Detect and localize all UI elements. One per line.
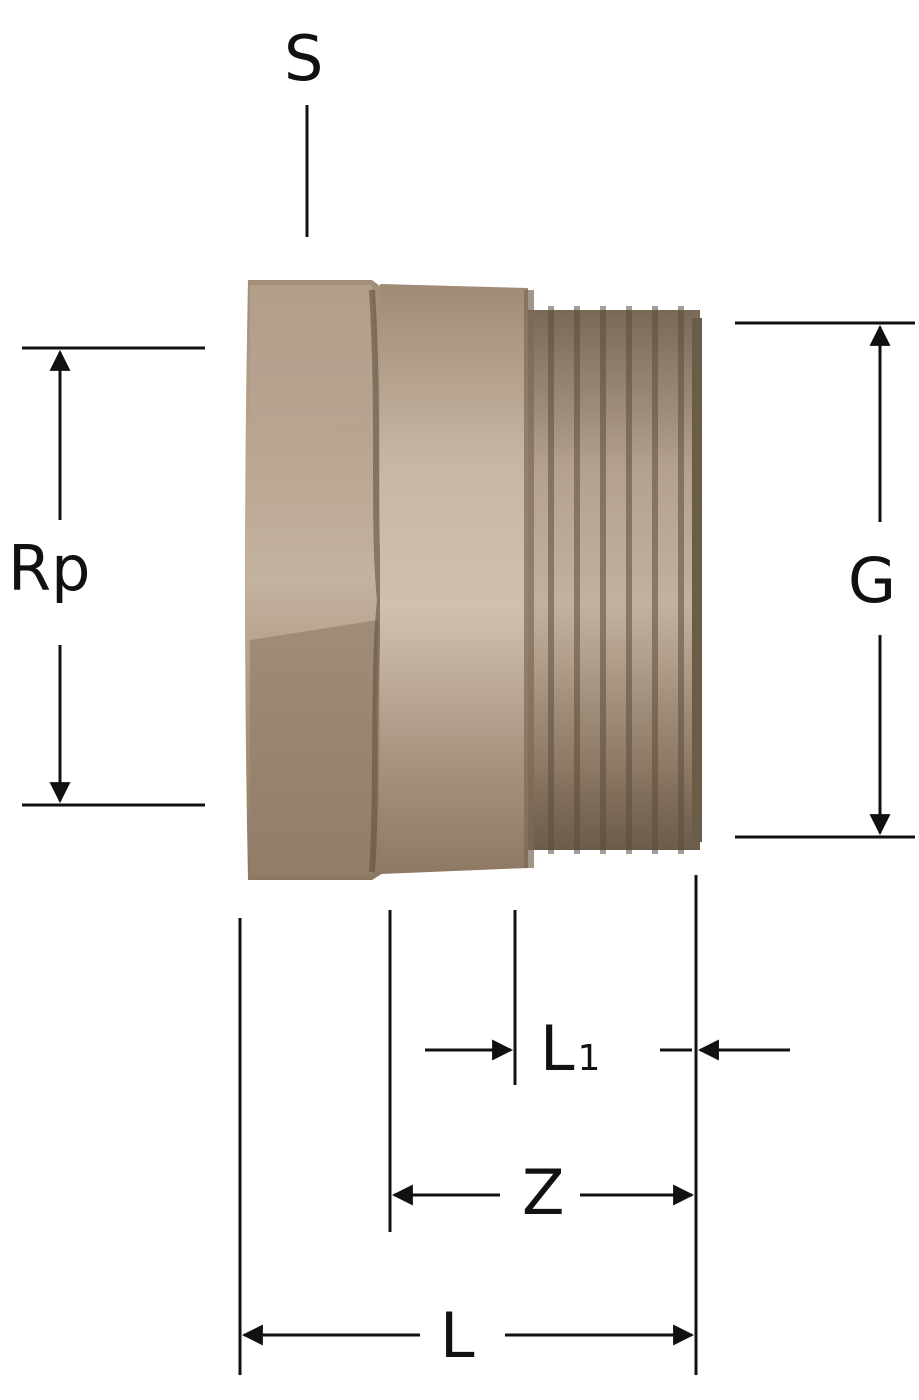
hex-facet-lower: [250, 620, 378, 875]
z-label: Z: [522, 1156, 565, 1229]
hex-edge: [369, 289, 384, 873]
l1-label-main: L: [540, 1012, 575, 1085]
l-label: L: [440, 1299, 475, 1372]
l1-label-subscript: 1: [577, 1038, 601, 1079]
g-label: G: [848, 544, 897, 617]
rp-dimension: [22, 346, 205, 807]
thread-shoulder: [524, 290, 534, 868]
l1-label: L1: [540, 1018, 600, 1080]
s-label: S: [284, 22, 324, 95]
g-dimension: [735, 321, 915, 839]
body-section: [380, 284, 528, 874]
thread-section: [528, 310, 700, 850]
rp-label: Rp: [8, 532, 91, 605]
hex-facet-upper: [250, 285, 378, 440]
fitting-part: [245, 280, 702, 880]
thread-grooves: [548, 306, 684, 854]
thread-end-face: [692, 318, 702, 842]
